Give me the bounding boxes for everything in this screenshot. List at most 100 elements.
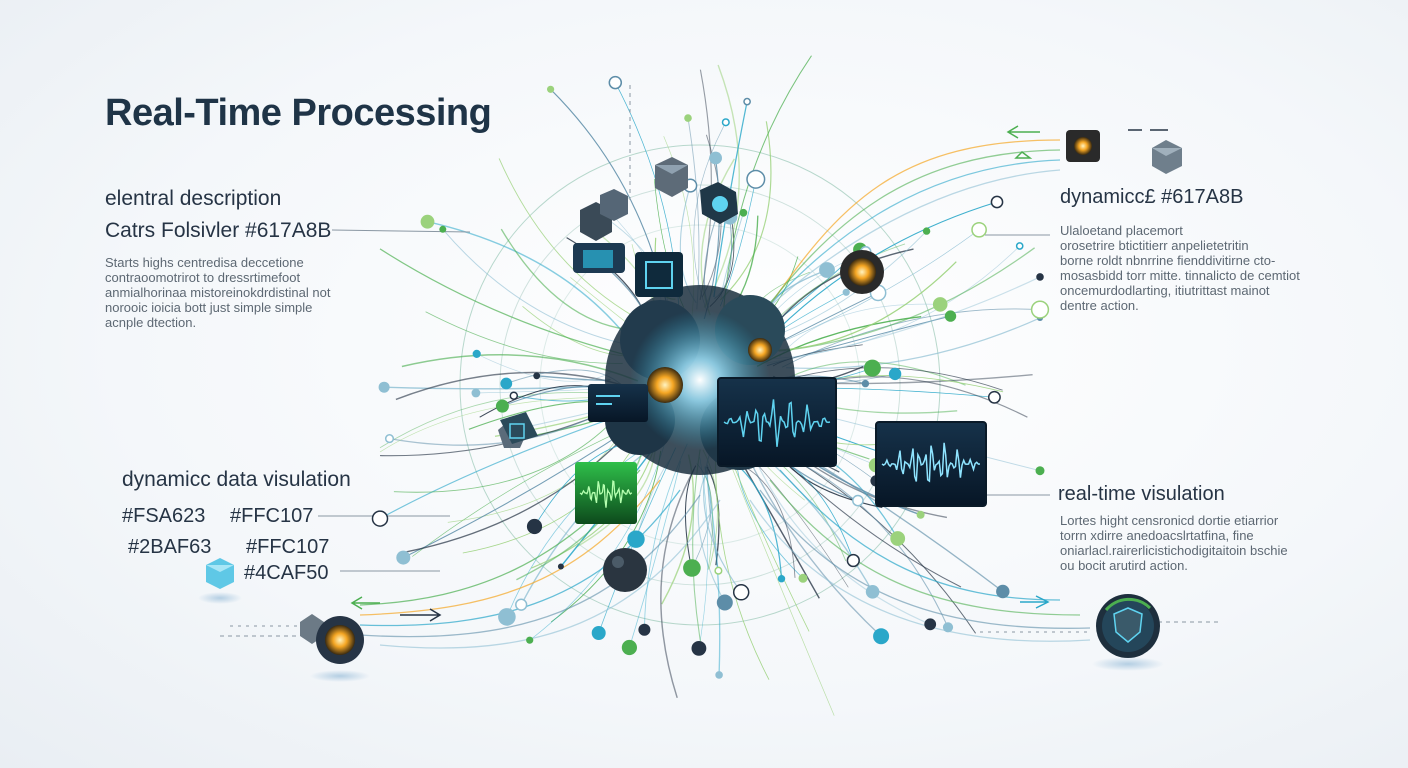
data-stream-line: [698, 457, 709, 649]
page-title: Real-Time Processing: [105, 92, 492, 134]
data-stream-line: [732, 463, 810, 632]
color-code: #FSA623: [122, 505, 206, 527]
data-stream-line: [781, 308, 1041, 368]
body-line: torrn xdirre anedoacslrtatfina, fine: [1060, 528, 1254, 543]
body-line: dentre action.: [1060, 298, 1139, 313]
data-node: [420, 214, 435, 229]
color-code: #FFC107: [246, 536, 330, 558]
data-node: [515, 598, 528, 611]
data-stream-line: [401, 354, 639, 382]
data-stream-line: [500, 228, 634, 331]
data-stream-line: [715, 455, 770, 680]
data-stream-line: [762, 248, 914, 344]
data-node: [732, 584, 750, 601]
data-node: [371, 510, 389, 527]
data-stream-line: [755, 245, 1020, 360]
data-node: [500, 377, 513, 390]
data-node: [715, 671, 723, 679]
data-node: [819, 262, 835, 278]
data-node: [684, 114, 692, 122]
data-stream-line: [550, 450, 662, 623]
body-line: orosetrire btictitierr anpelietetritin: [1060, 238, 1249, 253]
data-node: [533, 372, 541, 380]
data-node: [942, 622, 954, 633]
data-stream-line: [425, 311, 623, 364]
data-node: [378, 381, 390, 393]
data-node: [498, 608, 516, 626]
data-node: [971, 221, 987, 238]
data-stream-line: [379, 248, 641, 359]
right-top-body: Ulaloetand placemort orosetrire btictiti…: [1060, 223, 1300, 313]
data-node: [716, 594, 733, 611]
data-node: [739, 208, 748, 217]
data-node: [627, 530, 645, 548]
data-node: [721, 118, 730, 127]
data-stream-line: [447, 427, 626, 523]
body-line: Starts highs centredisa deccetione: [105, 255, 304, 270]
data-node: [638, 623, 651, 636]
data-node: [526, 636, 534, 644]
data-node: [924, 618, 937, 631]
data-node: [547, 85, 555, 93]
data-stream-line: [406, 421, 640, 553]
body-line: anmialhorinaa mistoreinokdrdistinal not: [105, 285, 331, 300]
data-node: [1030, 300, 1050, 319]
waveform-monitor-icon: [575, 377, 987, 524]
data-node: [990, 195, 1004, 209]
data-node: [495, 399, 509, 413]
data-stream-line: [393, 414, 620, 493]
data-node: [852, 494, 864, 507]
data-stream-line: [765, 276, 1041, 364]
data-node: [471, 388, 481, 398]
data-stream-line: [735, 456, 804, 579]
body-line: norooic ioicia bott just simple simple: [105, 300, 313, 315]
data-node: [714, 566, 723, 575]
right-top-heading: dynamicc£ #617A8B: [1060, 186, 1244, 208]
data-node: [743, 97, 751, 106]
right-bottom-heading: real-time visulation: [1058, 483, 1225, 505]
data-node: [396, 550, 411, 565]
data-node: [916, 510, 925, 519]
data-stream-line: [778, 303, 941, 358]
body-line: oniarlacl.rairerlicistichodigitaitoin bs…: [1060, 543, 1288, 558]
body-line: oncemurdodlarting, itiutrittast mainot: [1060, 283, 1270, 298]
data-stream-line: [476, 353, 612, 382]
gear-node-icon: [310, 250, 884, 682]
body-line: borne roldt nbnrrine fienddivitirne cto-: [1060, 253, 1276, 268]
data-node: [526, 518, 543, 535]
body-line: contraoomotrirot to dressrtimefoot: [105, 270, 301, 285]
data-stream-line: [786, 317, 1041, 369]
data-stream-line: [427, 220, 631, 342]
data-stream-line: [684, 465, 697, 563]
data-stream-line: [442, 228, 641, 348]
body-line: mosasbidd torr mitte. tinnalicto de cemt…: [1060, 268, 1300, 283]
data-node: [932, 297, 948, 312]
right-bottom-body: Lortes hight censronicd dortie etiarrior…: [1060, 513, 1288, 573]
chip-icon: [500, 130, 1100, 444]
data-node: [384, 434, 395, 444]
left-top-heading: elentral description: [105, 187, 282, 210]
color-code: #2BAF63: [128, 536, 212, 558]
color-code: #4CAF50: [244, 562, 329, 584]
data-node: [439, 225, 447, 233]
left-bottom-heading: dynamicc data visulation: [122, 468, 351, 491]
data-stream-line: [728, 460, 835, 716]
data-node: [922, 227, 931, 235]
data-node: [996, 584, 1010, 599]
body-line: Lortes hight censronicd dortie etiarrior: [1060, 513, 1279, 528]
data-node: [865, 585, 880, 599]
data-node: [746, 169, 766, 189]
color-code: #FFC107: [230, 505, 314, 527]
data-node: [1036, 273, 1044, 281]
data-node: [944, 310, 957, 322]
left-top-subheading: Catrs Folsivler #617A8B: [105, 219, 332, 242]
label-connectors: [220, 85, 1220, 637]
data-node: [691, 641, 707, 656]
data-stream-line: [768, 261, 957, 352]
data-node: [591, 626, 606, 640]
data-node: [842, 288, 850, 296]
data-node: [987, 390, 1001, 404]
body-line: acnple dtection.: [105, 315, 197, 330]
data-stream-line: [536, 375, 611, 381]
data-node: [798, 573, 808, 583]
